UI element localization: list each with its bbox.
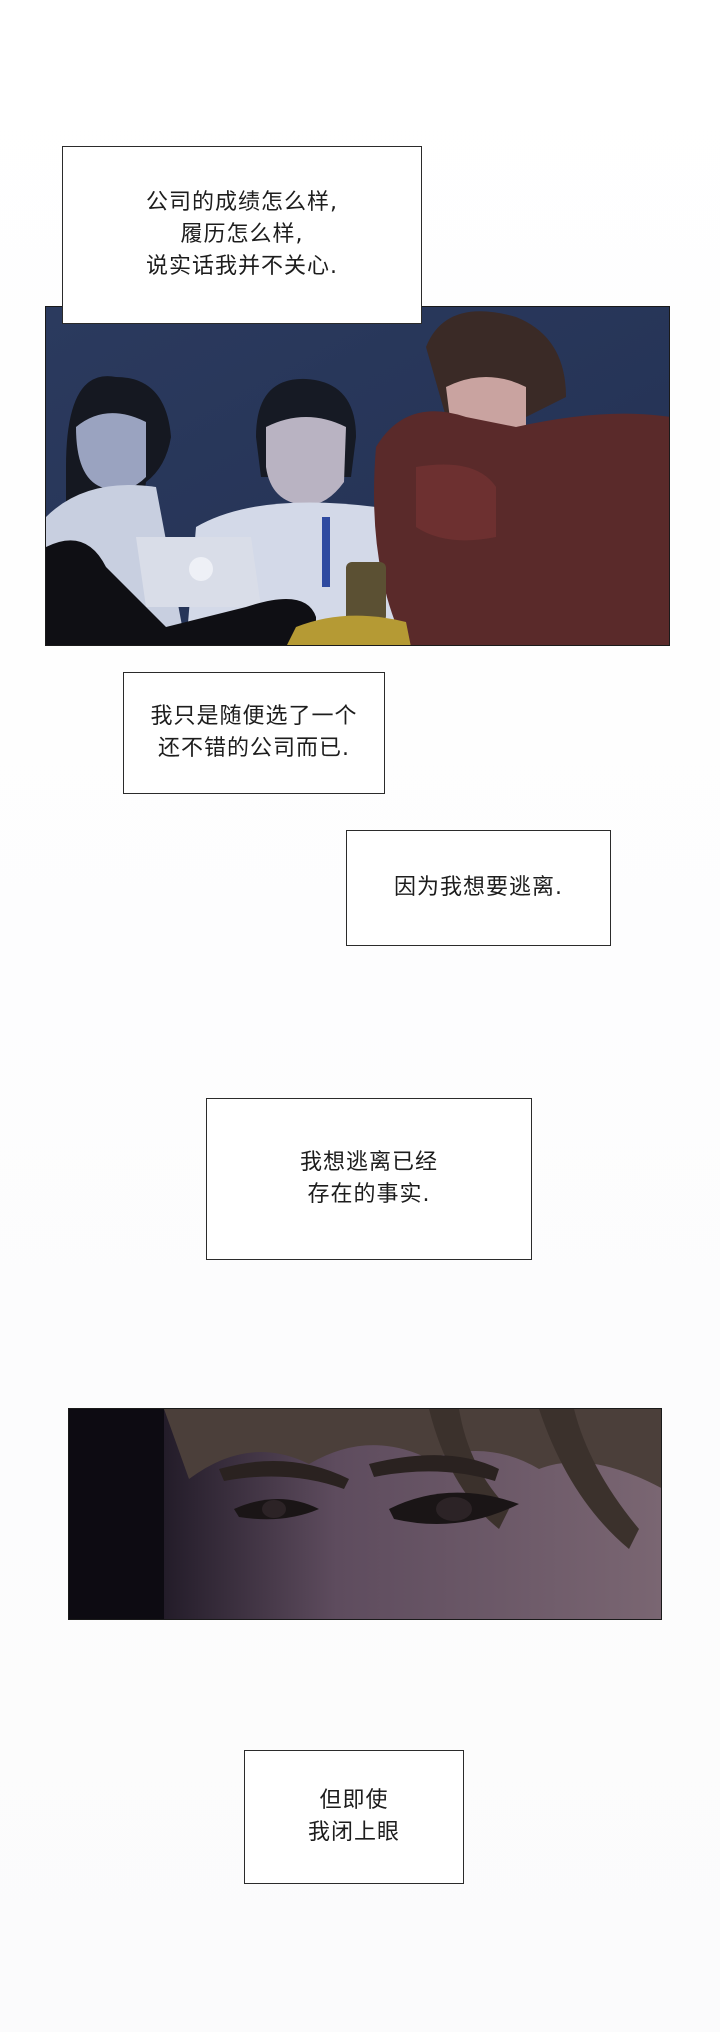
left-person-face: [76, 413, 146, 491]
caption-random-company: 我只是随便选了一个 还不错的公司而已.: [123, 672, 385, 794]
yellow-item: [287, 615, 411, 645]
caption-line: 履历怎么样,: [180, 222, 304, 247]
caption-line: 还不错的公司而已.: [158, 736, 350, 761]
hair: [164, 1409, 661, 1488]
right-eyebrow: [369, 1455, 499, 1481]
meeting-illustration: [46, 307, 669, 645]
caption-line: 说实话我并不关心.: [146, 254, 338, 279]
right-iris: [436, 1497, 472, 1521]
laptop-logo: [189, 557, 213, 581]
hair-strand: [539, 1409, 639, 1549]
caption-line: 我想逃离已经: [299, 1150, 438, 1175]
cup: [346, 562, 386, 622]
caption-line: 因为我想要逃离.: [394, 875, 563, 900]
caption-line: 公司的成绩怎么样,: [146, 190, 338, 215]
caption-line: 我只是随便选了一个: [150, 704, 358, 729]
meeting-panel: [45, 306, 670, 646]
eyes-panel: [68, 1408, 662, 1620]
caption-company-results: 公司的成绩怎么样, 履历怎么样, 说实话我并不关心.: [62, 146, 422, 324]
left-eyebrow: [219, 1461, 349, 1489]
caption-escape-facts: 我想逃离已经 存在的事实.: [206, 1098, 532, 1260]
middle-person-tie: [322, 517, 330, 587]
right-person-sweater: [374, 411, 669, 645]
caption-line: 存在的事实.: [307, 1182, 431, 1207]
eyes-illustration: [69, 1409, 661, 1619]
right-person-arm: [416, 464, 496, 541]
left-shadow: [69, 1409, 164, 1619]
caption-close-eyes: 但即使 我闭上眼: [244, 1750, 464, 1884]
middle-person-face: [266, 417, 346, 506]
caption-line: 但即使: [319, 1788, 389, 1813]
caption-want-escape: 因为我想要逃离.: [346, 830, 611, 946]
caption-line: 我闭上眼: [307, 1820, 400, 1845]
foreground-figure: [46, 540, 316, 645]
left-iris: [262, 1500, 286, 1518]
